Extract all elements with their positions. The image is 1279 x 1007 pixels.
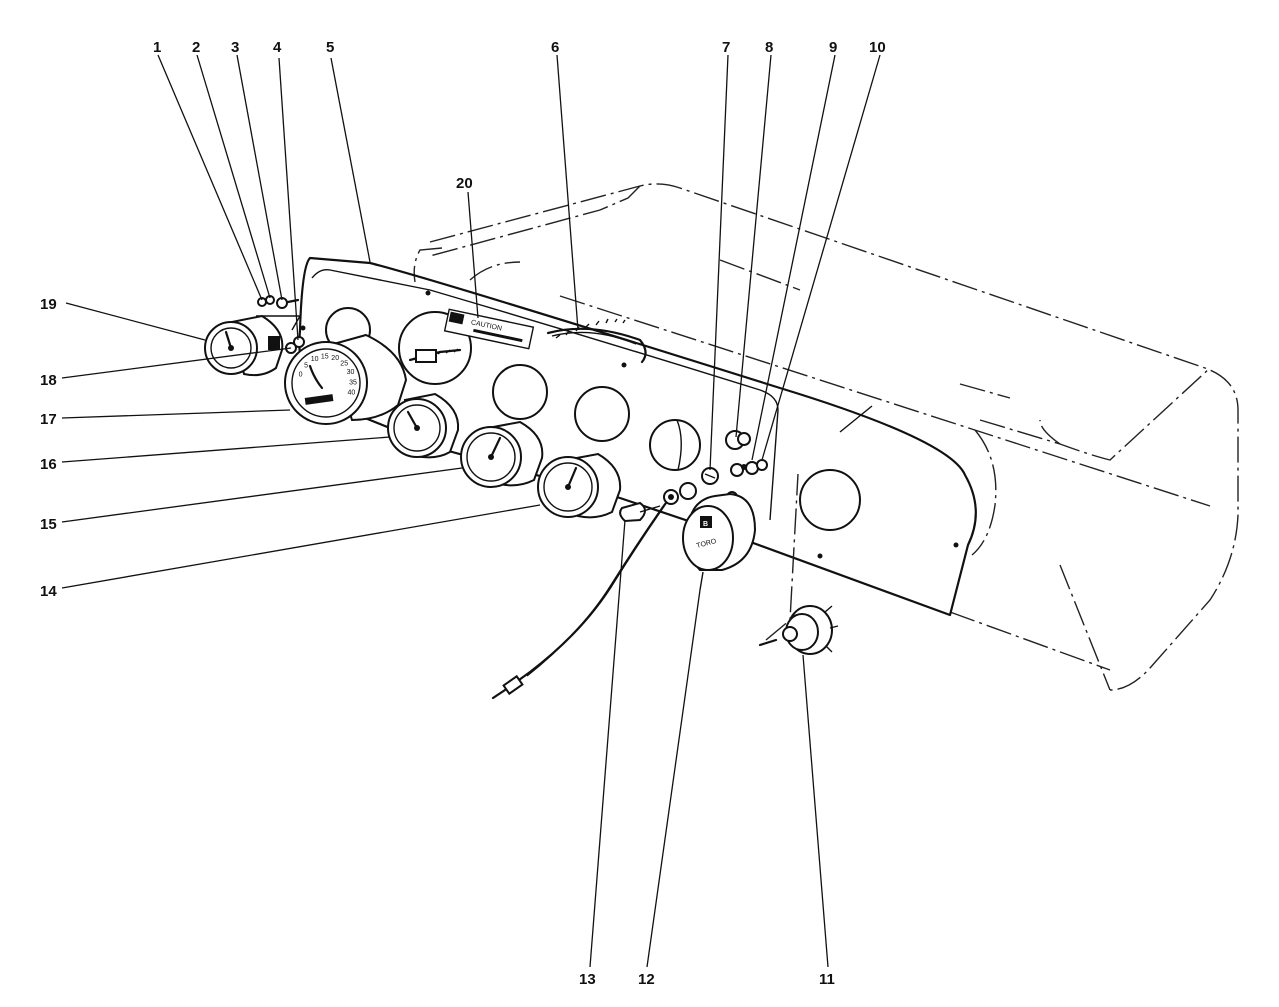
callout-9: 9 — [829, 39, 837, 56]
callout-15: 15 — [40, 516, 57, 533]
gauge-15 — [460, 420, 544, 488]
callout-13: 13 — [579, 971, 596, 988]
callout-2: 2 — [192, 39, 200, 56]
leader-lines — [61, 54, 881, 968]
ignition-key — [619, 501, 661, 523]
callout-20: 20 — [456, 175, 473, 192]
callout-1: 1 — [153, 39, 161, 56]
callout-19: 19 — [40, 296, 57, 313]
callout-16: 16 — [40, 456, 57, 473]
callout-10: 10 — [869, 39, 886, 56]
speedometer-dial-number: 25 — [340, 361, 348, 368]
speedometer-cable — [408, 348, 697, 700]
callout-4: 4 — [273, 39, 282, 56]
speedometer-dial-number: 15 — [321, 354, 329, 361]
speedometer-dial-number: 35 — [349, 379, 357, 386]
gauge-16 — [387, 392, 460, 459]
callout-14: 14 — [40, 583, 57, 600]
switch-plate-letter: B — [703, 521, 708, 528]
speedometer-dial-number: 0 — [299, 371, 303, 378]
instrument-panel — [298, 256, 977, 617]
callout-6: 6 — [551, 39, 559, 56]
callout-7: 7 — [722, 39, 730, 56]
sending-unit — [758, 605, 839, 655]
speedometer-dial-number: 5 — [304, 362, 308, 369]
callout-12: 12 — [638, 971, 655, 988]
caution-decal: CAUTION — [443, 308, 535, 350]
callouts: 1 2 3 4 5 6 7 8 9 10 11 12 13 14 15 16 1… — [40, 39, 886, 988]
callout-17: 17 — [40, 411, 57, 428]
gauge-14 — [537, 452, 622, 519]
speedometer-dial-number: 10 — [311, 356, 319, 363]
speedometer-dial-number: 40 — [348, 390, 356, 397]
callout-5: 5 — [326, 39, 334, 56]
speedometer-dial-number: 20 — [331, 355, 339, 362]
speedometer-dial-number: 30 — [347, 369, 355, 376]
callout-3: 3 — [231, 39, 239, 56]
main-switch-housing: B TORO — [682, 492, 757, 571]
gauge-19 — [204, 314, 284, 377]
cowl-phantom-outline — [413, 183, 1239, 691]
switch-cluster — [701, 432, 768, 485]
mounting-hardware — [256, 295, 305, 354]
callout-11: 11 — [819, 971, 835, 988]
callout-8: 8 — [765, 39, 773, 56]
callout-18: 18 — [40, 372, 57, 389]
